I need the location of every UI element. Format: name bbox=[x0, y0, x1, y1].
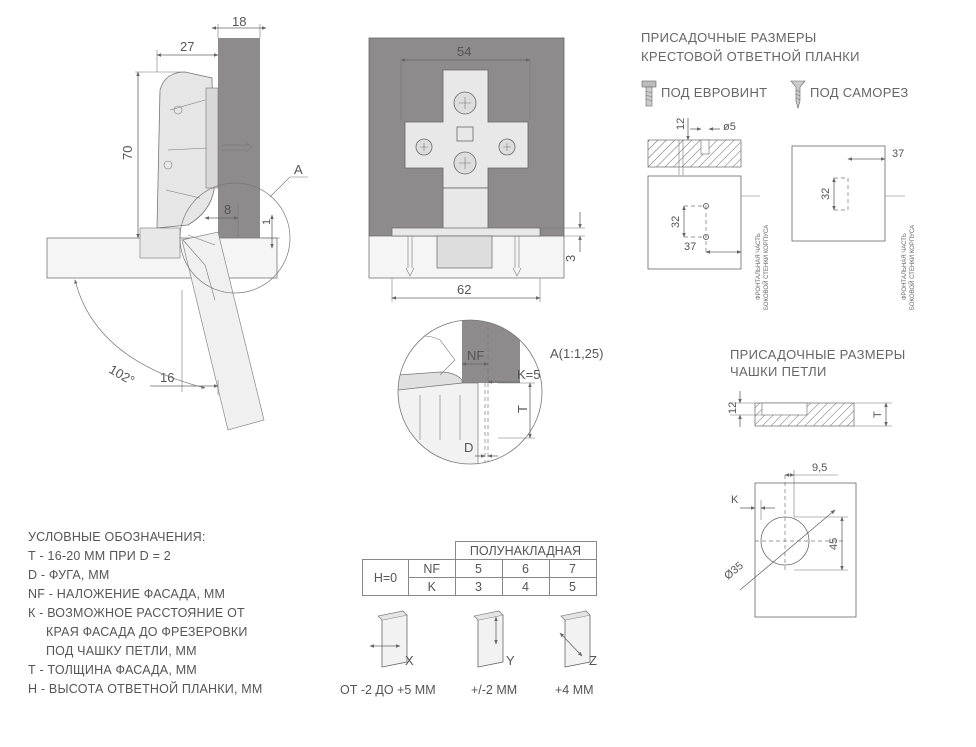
detail-a-view: A(1:1,25) NF K=5 T D bbox=[397, 319, 603, 465]
legend-title: УСЛОВНЫЕ ОБОЗНАЧЕНИЯ: bbox=[28, 530, 206, 544]
legend-line-d: D - ФУГА, ММ bbox=[28, 568, 110, 582]
detail-label-a: A bbox=[294, 162, 303, 177]
legend: УСЛОВНЫЕ ОБОЗНАЧЕНИЯ: Т - 16-20 ММ ПРИ D… bbox=[28, 528, 263, 699]
plate-drill-face-right bbox=[791, 145, 886, 242]
side-label-1b: БОКОВОЙ СТЕНКИ КОРПУСА bbox=[762, 225, 770, 310]
legend-line-thickness: Т - ТОЛЩИНА ФАСАДА, ММ bbox=[28, 663, 197, 677]
plate-drill-depth: 12 bbox=[675, 118, 687, 130]
hinge-arm bbox=[156, 71, 215, 229]
adjust-x-label: X bbox=[405, 653, 414, 668]
table-h: H=0 bbox=[362, 559, 409, 596]
table-k-label: K bbox=[408, 577, 456, 596]
table-nf-2: 6 bbox=[501, 559, 550, 578]
plate-section-board bbox=[647, 139, 742, 168]
plate-dim-thick: 3 bbox=[563, 255, 578, 262]
legend-line-nf: NF - НАЛОЖЕНИЕ ФАСАДА, ММ bbox=[28, 587, 226, 601]
table-nf-3: 7 bbox=[548, 559, 597, 578]
plate-drilling-section: ПРИСАДОЧНЫЕ РАЗМЕРЫ КРЕСТОВОЙ ОТВЕТНОЙ П… bbox=[641, 30, 916, 310]
table-nf-1: 5 bbox=[454, 559, 503, 578]
adjust-x-icon: X bbox=[369, 610, 414, 668]
plate-drill-37b: 37 bbox=[892, 148, 904, 160]
adjust-y-label: Y bbox=[506, 653, 515, 668]
adjust-y-icon: Y bbox=[473, 610, 515, 668]
dim-width: 27 bbox=[180, 39, 194, 54]
euroscrew-label: ПОД ЕВРОВИНТ bbox=[661, 85, 767, 100]
overlay-table: ПОЛУНАКЛАДНАЯ H=0 NF 5 6 7 K 3 4 5 bbox=[362, 541, 597, 596]
adjust-z-icon: Z bbox=[559, 610, 597, 668]
plate-drill-32b: 32 bbox=[820, 188, 832, 200]
adjust-z-range: +4 ММ bbox=[555, 683, 594, 697]
dim-height: 70 bbox=[120, 146, 135, 160]
cabinet-side-panel bbox=[218, 38, 260, 238]
detail-circle bbox=[397, 319, 543, 465]
angle-arc bbox=[74, 279, 206, 389]
cup-drill-face bbox=[754, 482, 857, 618]
side-label-2a: ФРОНТАЛЬНАЯ ЧАСТЬ bbox=[902, 233, 908, 300]
table-k-1: 3 bbox=[454, 577, 503, 596]
plate-drill-face-left bbox=[647, 175, 742, 270]
plate-dim-width: 54 bbox=[457, 44, 471, 59]
plate-drill-32a: 32 bbox=[670, 216, 682, 228]
cup-drill-title-2: ЧАШКИ ПЕТЛИ bbox=[730, 364, 827, 379]
dim-gap: 8 bbox=[224, 202, 231, 217]
legend-line-h: Н - ВЫСОТА ОТВЕТНОЙ ПЛАНКИ, ММ bbox=[28, 682, 263, 696]
legend-line-t: Т - 16-20 ММ ПРИ D = 2 bbox=[28, 549, 171, 563]
detail-t: T bbox=[515, 405, 530, 413]
cup-drill-45: 45 bbox=[828, 538, 840, 550]
detail-title: A(1:1,25) bbox=[550, 346, 603, 361]
selftap-label: ПОД САМОРЕЗ bbox=[810, 85, 909, 100]
plate-drill-dia: ø5 bbox=[723, 121, 736, 133]
plate-drill-title-2: КРЕСТОВОЙ ОТВЕТНОЙ ПЛАНКИ bbox=[641, 49, 860, 64]
cup-drilling-section: ПРИСАДОЧНЫЕ РАЗМЕРЫ ЧАШКИ ПЕТЛИ 12 T 9,5… bbox=[722, 347, 906, 618]
adjust-y-range: +/-2 ММ bbox=[471, 683, 518, 697]
cup-drill-95: 9,5 bbox=[812, 462, 827, 474]
legend-line-k2: КРАЯ ФАСАДА ДО ФРЕЗЕРОВКИ bbox=[46, 625, 248, 639]
plate-front-view: 54 62 3 bbox=[368, 37, 585, 302]
euroscrew-icon bbox=[641, 80, 657, 107]
legend-line-k3: ПОД ЧАШКУ ПЕТЛИ, ММ bbox=[46, 644, 197, 658]
plate-dim-base: 62 bbox=[457, 282, 471, 297]
cup-drill-k: K bbox=[731, 494, 739, 506]
detail-nf: NF bbox=[467, 348, 484, 363]
table-k-2: 4 bbox=[501, 577, 550, 596]
plate-drill-37a: 37 bbox=[684, 241, 696, 253]
cup-drill-depth: 12 bbox=[727, 402, 739, 414]
legend-line-k1: К - ВОЗМОЖНОЕ РАССТОЯНИЕ ОТ bbox=[28, 606, 245, 620]
cup-drill-title-1: ПРИСАДОЧНЫЕ РАЗМЕРЫ bbox=[730, 347, 906, 362]
detail-circle-a bbox=[179, 182, 291, 294]
table-nf-label: NF bbox=[408, 559, 456, 578]
angle-label: 102° bbox=[107, 362, 138, 388]
side-label-1a: ФРОНТАЛЬНАЯ ЧАСТЬ bbox=[756, 233, 762, 300]
adjust-z-label: Z bbox=[589, 653, 597, 668]
main-side-view: 18 27 70 8 1 A 16 102° bbox=[46, 14, 308, 431]
dim-small: 1 bbox=[261, 219, 273, 225]
dim-top: 18 bbox=[232, 14, 246, 29]
selftap-screw-icon bbox=[790, 80, 806, 110]
cup-drill-dia: Ø35 bbox=[722, 560, 746, 583]
adjust-x-range: ОТ -2 ДО +5 ММ bbox=[340, 683, 436, 697]
plate-drill-title-1: ПРИСАДОЧНЫЕ РАЗМЕРЫ bbox=[641, 30, 817, 45]
detail-d: D bbox=[464, 440, 473, 455]
table-k-3: 5 bbox=[548, 577, 597, 596]
cup-drill-t: T bbox=[872, 411, 884, 418]
detail-k: K=5 bbox=[517, 367, 541, 382]
side-label-2b: БОКОВОЙ СТЕНКИ КОРПУСА bbox=[908, 225, 916, 310]
table-header: ПОЛУНАКЛАДНАЯ bbox=[454, 541, 597, 560]
